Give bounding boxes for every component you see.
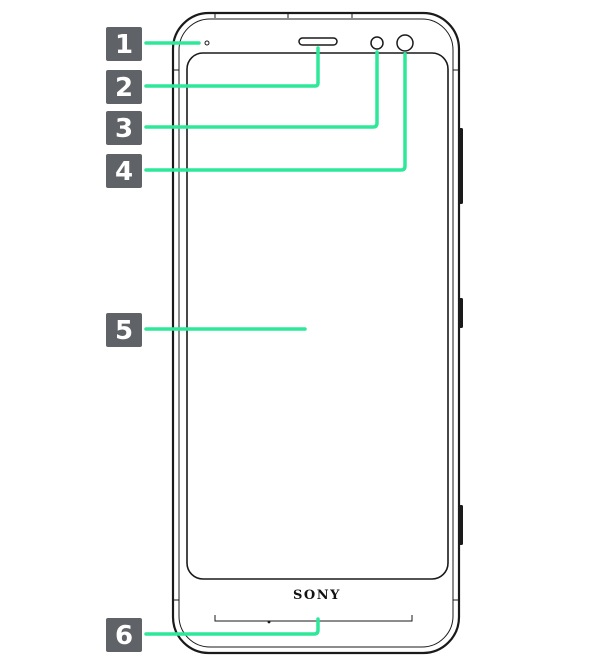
- proximity-sensor-icon: [204, 40, 210, 46]
- badge-number: 3: [115, 114, 133, 144]
- badge-box: [106, 111, 142, 145]
- top-sensors: [204, 34, 414, 52]
- badge-box: [106, 618, 142, 652]
- callout-badge-5: 5: [106, 313, 142, 347]
- badge-box: [106, 27, 142, 61]
- leader-line-3: [144, 50, 379, 129]
- antenna-marks: [173, 69, 459, 601]
- badge-number: 4: [115, 157, 133, 187]
- callout-badge-6: 6: [106, 618, 142, 652]
- badge-number: 1: [115, 30, 133, 60]
- badge-box: [106, 154, 142, 188]
- display-screen: [186, 52, 449, 580]
- leader-line-4: [144, 52, 407, 172]
- front-sensor-icon: [370, 36, 384, 50]
- badge-box: [106, 70, 142, 104]
- callout-badges: 1 2 3 4 5 6: [106, 27, 142, 652]
- top-edge-detail: [214, 13, 353, 18]
- callout-badge-2: 2: [106, 70, 142, 104]
- earpiece-icon: [298, 37, 338, 46]
- phone-inner-frame: [178, 18, 454, 648]
- leader-lines: [144, 41, 407, 636]
- leader-line-2: [144, 46, 320, 88]
- front-camera-icon: [396, 34, 414, 52]
- callout-badge-4: 4: [106, 154, 142, 188]
- brand-logo: SONY: [293, 588, 341, 603]
- badge-number: 2: [115, 73, 133, 103]
- badge-box: [106, 313, 142, 347]
- callout-badge-3: 3: [106, 111, 142, 145]
- badge-number: 5: [115, 316, 133, 346]
- bottom-edge-detail: [214, 615, 413, 622]
- bottom-mic-icon: [267, 620, 271, 624]
- badge-number: 6: [115, 621, 133, 651]
- callout-badge-1: 1: [106, 27, 142, 61]
- leader-line-6: [144, 617, 320, 636]
